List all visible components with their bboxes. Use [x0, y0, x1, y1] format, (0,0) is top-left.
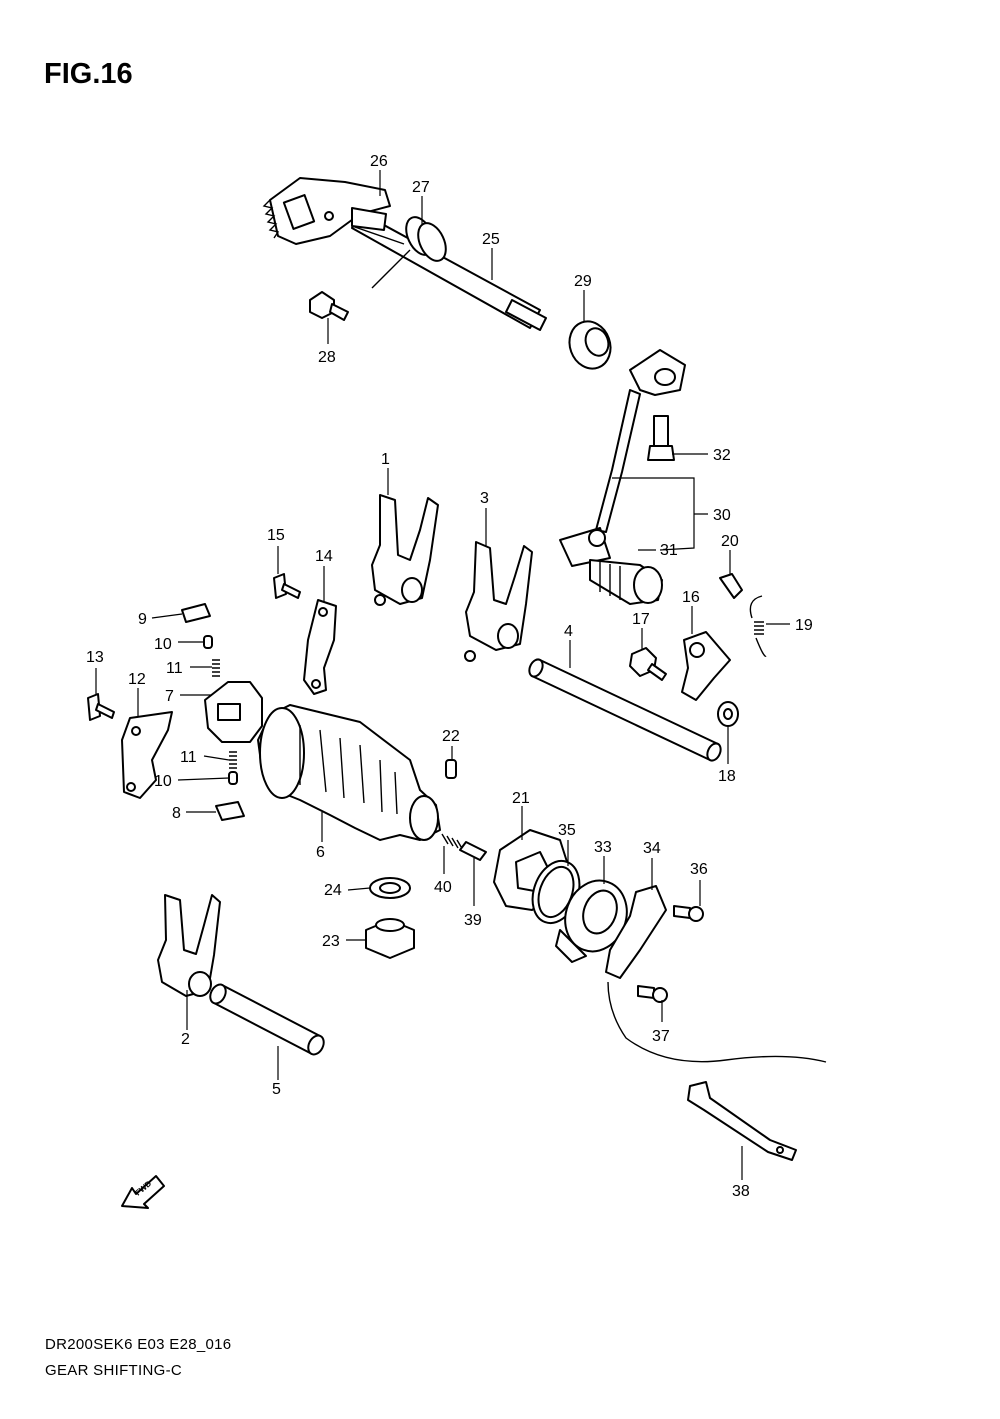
callout-37: 37: [652, 1028, 670, 1045]
callout-27: 27: [412, 179, 430, 196]
callout-29: 29: [574, 273, 592, 290]
callout-14: 14: [315, 548, 333, 565]
callout-3: 3: [480, 490, 489, 507]
callout-labels: 1 2 3 4 5 6 7 8 9 10 10 11 11 12 13 14 1…: [86, 153, 813, 1200]
callout-35: 35: [558, 822, 576, 839]
leader-lines: [95, 170, 790, 1180]
forward-direction-arrow: FWD: [121, 1175, 165, 1209]
callout-9: 9: [138, 611, 147, 628]
shift-fork-2: [157, 894, 221, 997]
callout-13: 13: [86, 649, 104, 666]
callout-8: 8: [172, 805, 181, 822]
callout-40: 40: [434, 879, 452, 896]
callout-30: 30: [713, 507, 731, 524]
callout-32: 32: [713, 447, 731, 464]
footer-code: DR200SEK6 E03 E28_016: [45, 1336, 232, 1353]
callout-26: 26: [370, 153, 388, 170]
callout-11a: 11: [166, 660, 183, 677]
footer-name: GEAR SHIFTING-C: [45, 1362, 183, 1379]
callout-36: 36: [690, 861, 708, 878]
callout-19: 19: [795, 617, 813, 634]
fork-shaft-4: [528, 658, 722, 762]
shift-fork-3: [464, 541, 533, 662]
fork-shaft-5: [209, 983, 325, 1056]
callout-23: 23: [322, 933, 340, 950]
callout-5: 5: [272, 1081, 281, 1098]
figure-title: FIG.16: [44, 58, 133, 90]
callout-31: 31: [660, 542, 678, 559]
callout-10a: 10: [154, 636, 172, 653]
callout-17: 17: [632, 611, 650, 628]
gear-position-switch-group: [555, 879, 827, 1161]
callout-16: 16: [682, 589, 700, 606]
callout-25: 25: [482, 231, 500, 248]
callout-12: 12: [128, 671, 146, 688]
callout-4: 4: [564, 623, 573, 640]
shift-fork-1: [371, 494, 439, 606]
cam-stopper-plate-group: [365, 759, 581, 959]
callout-10b: 10: [154, 773, 172, 790]
callout-24: 24: [324, 882, 342, 899]
gearshift-cam-stopper-group: [87, 573, 337, 821]
callout-21: 21: [512, 790, 530, 807]
callout-11b: 11: [180, 749, 197, 766]
callout-34: 34: [643, 840, 661, 857]
callout-2: 2: [181, 1031, 190, 1048]
gearshift-shaft-assembly: [262, 177, 612, 370]
gearshift-lever-assembly: [559, 349, 686, 605]
cam-driven-gear-group: [629, 573, 767, 727]
callout-7: 7: [165, 688, 174, 705]
callout-1: 1: [381, 451, 390, 468]
callout-6: 6: [316, 844, 325, 861]
callout-22: 22: [442, 728, 460, 745]
gearshift-cam-6: [257, 704, 441, 841]
callout-20: 20: [721, 533, 739, 550]
callout-33: 33: [594, 839, 612, 856]
callout-18: 18: [718, 768, 736, 785]
callout-39: 39: [464, 912, 482, 929]
callout-15: 15: [267, 527, 285, 544]
callout-28: 28: [318, 349, 336, 366]
callout-38: 38: [732, 1183, 750, 1200]
